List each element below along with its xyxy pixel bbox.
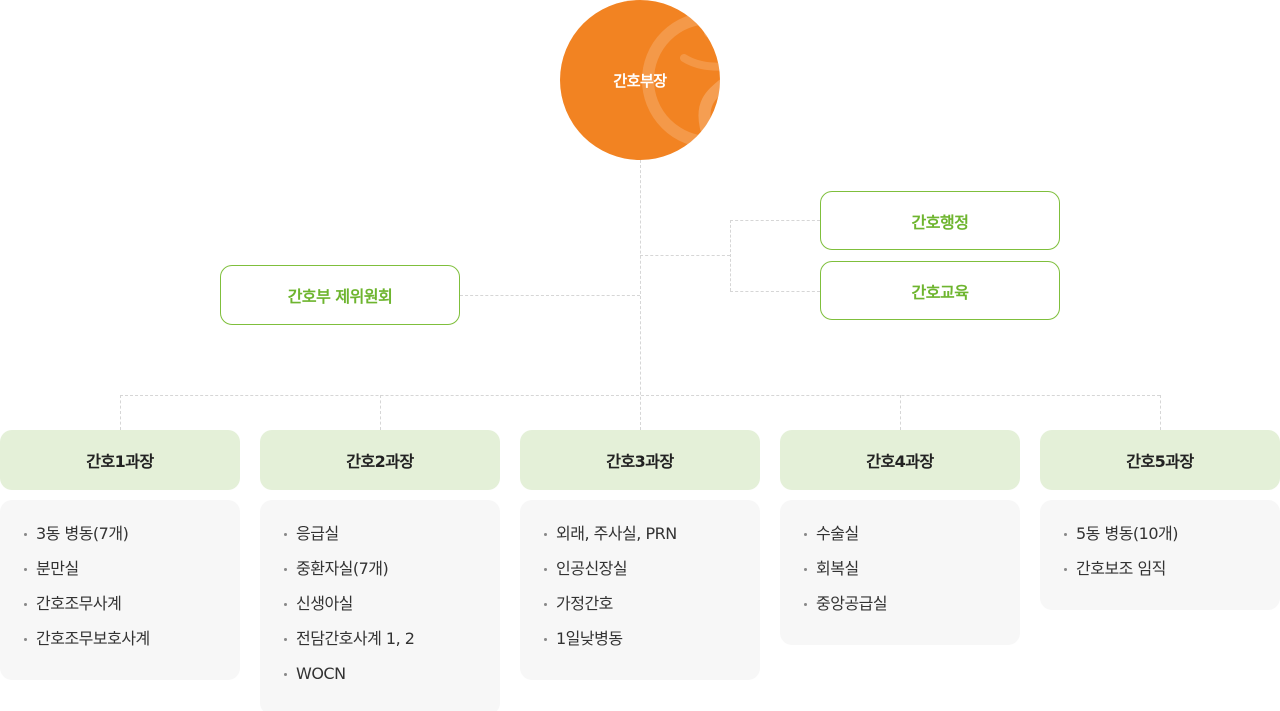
dept-2-connector xyxy=(380,395,381,430)
department-3-title: 간호3과장 xyxy=(520,430,760,490)
department-2: 간호2과장 응급실 중환자실(7개) 신생아실 전담간호사계 1, 2 WOCN xyxy=(260,430,500,711)
list-item: 가정간호 xyxy=(544,593,736,628)
department-5: 간호5과장 5동 병동(10개) 간호보조 임직 xyxy=(1040,430,1280,610)
committee-box: 간호부 제위원회 xyxy=(220,265,460,325)
department-4-title: 간호4과장 xyxy=(780,430,1020,490)
staff-branch-connector xyxy=(640,255,730,256)
list-item: 분만실 xyxy=(24,558,216,593)
list-item: 전담간호사계 1, 2 xyxy=(284,628,476,663)
list-item: 응급실 xyxy=(284,523,476,558)
department-1-list: 3동 병동(7개) 분만실 간호조무사계 간호조무보호사계 xyxy=(0,500,240,680)
department-2-title: 간호2과장 xyxy=(260,430,500,490)
department-3-list: 외래, 주사실, PRN 인공신장실 가정간호 1일낮병동 xyxy=(520,500,760,680)
department-1: 간호1과장 3동 병동(7개) 분만실 간호조무사계 간호조무보호사계 xyxy=(0,430,240,680)
list-item: 외래, 주사실, PRN xyxy=(544,523,736,558)
department-2-list: 응급실 중환자실(7개) 신생아실 전담간호사계 1, 2 WOCN xyxy=(260,500,500,711)
department-4: 간호4과장 수술실 회복실 중앙공급실 xyxy=(780,430,1020,645)
list-item: 3동 병동(7개) xyxy=(24,523,216,558)
chief-label: 간호부장 xyxy=(613,71,667,90)
list-item: 5동 병동(10개) xyxy=(1064,523,1256,558)
list-item: 간호보조 임직 xyxy=(1064,558,1256,593)
dept-5-connector xyxy=(1160,395,1161,430)
hospital-logo-watermark-icon xyxy=(642,12,720,148)
education-connector xyxy=(730,291,820,292)
education-box: 간호교육 xyxy=(820,261,1060,320)
list-item: 인공신장실 xyxy=(544,558,736,593)
list-item: 간호조무보호사계 xyxy=(24,628,216,663)
list-item: 수술실 xyxy=(804,523,996,558)
staff-vertical-connector xyxy=(730,220,731,291)
department-3: 간호3과장 외래, 주사실, PRN 인공신장실 가정간호 1일낮병동 xyxy=(520,430,760,680)
list-item: 회복실 xyxy=(804,558,996,593)
chief-node: 간호부장 xyxy=(560,0,720,160)
trunk-connector xyxy=(640,160,641,430)
admin-box: 간호행정 xyxy=(820,191,1060,250)
list-item: 중앙공급실 xyxy=(804,593,996,628)
admin-connector xyxy=(730,220,820,221)
list-item: 1일낮병동 xyxy=(544,628,736,663)
department-1-title: 간호1과장 xyxy=(0,430,240,490)
list-item: 간호조무사계 xyxy=(24,593,216,628)
departments-bus-connector xyxy=(120,395,1160,396)
department-5-list: 5동 병동(10개) 간호보조 임직 xyxy=(1040,500,1280,610)
list-item: 신생아실 xyxy=(284,593,476,628)
list-item: WOCN xyxy=(284,663,476,698)
department-5-title: 간호5과장 xyxy=(1040,430,1280,490)
list-item: 중환자실(7개) xyxy=(284,558,476,593)
dept-1-connector xyxy=(120,395,121,430)
committee-connector xyxy=(460,295,640,296)
dept-4-connector xyxy=(900,395,901,430)
department-4-list: 수술실 회복실 중앙공급실 xyxy=(780,500,1020,645)
